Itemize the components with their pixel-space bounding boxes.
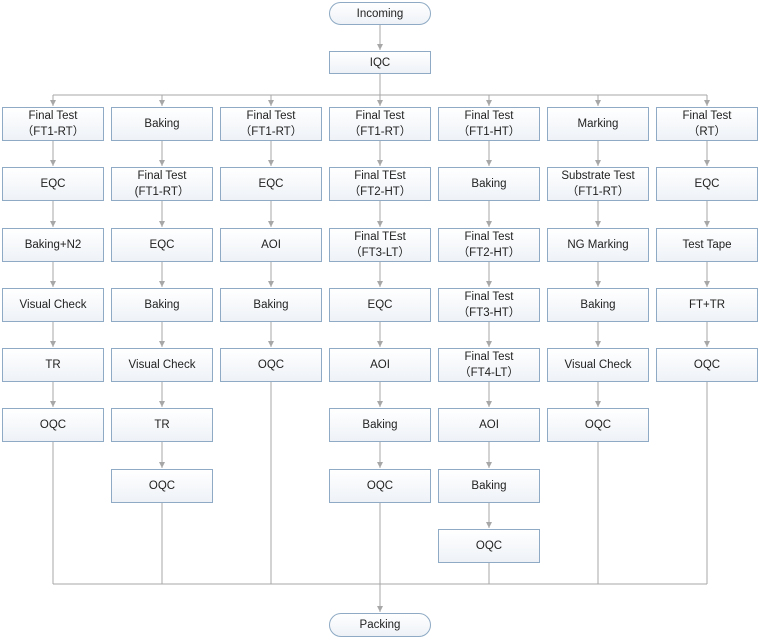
step-label: Final Test （FT4-LT） bbox=[459, 351, 519, 379]
step-label: Visual Check bbox=[128, 359, 196, 371]
step-label: Final Test （FT1-RT） bbox=[239, 110, 303, 138]
step-label: Final Test （FT3-HT） bbox=[457, 291, 521, 319]
step-label: OQC bbox=[39, 419, 67, 431]
col1-step5-box: TR bbox=[2, 348, 104, 382]
step-label: Final Test （FT1-HT） bbox=[457, 110, 521, 138]
col7-step4-box: FT+TR bbox=[656, 288, 758, 322]
col6-step1-box: Marking bbox=[547, 107, 649, 141]
col1-step2-box: EQC bbox=[2, 167, 104, 201]
step-label: OQC bbox=[584, 419, 612, 431]
step-label: EQC bbox=[149, 239, 175, 251]
step-label: Baking bbox=[362, 419, 398, 431]
col4-step5-box: AOI bbox=[329, 348, 431, 382]
end-terminal: Packing bbox=[329, 613, 431, 637]
col4-step7-box: OQC bbox=[329, 469, 431, 503]
step-label: AOI bbox=[261, 239, 281, 251]
step-label: AOI bbox=[479, 419, 499, 431]
step-label: Baking bbox=[144, 299, 180, 311]
step-label: Baking bbox=[471, 178, 507, 190]
step-label: AOI bbox=[370, 359, 390, 371]
col1-step4-box: Visual Check bbox=[2, 288, 104, 322]
col2-step3-box: EQC bbox=[111, 228, 213, 262]
col6-step6-box: OQC bbox=[547, 408, 649, 442]
start-terminal: Incoming bbox=[329, 2, 431, 25]
col1-step6-box: OQC bbox=[2, 408, 104, 442]
col3-step5-box: OQC bbox=[220, 348, 322, 382]
step-label: OQC bbox=[257, 359, 285, 371]
col6-step4-box: Baking bbox=[547, 288, 649, 322]
col4-step2-box: Final TEst （FT2-HT） bbox=[329, 167, 431, 201]
col1-step3-box: Baking+N2 bbox=[2, 228, 104, 262]
col2-step7-box: OQC bbox=[111, 469, 213, 503]
step-label: Baking bbox=[253, 299, 289, 311]
col6-step2-box: Substrate Test （FT1-RT） bbox=[547, 167, 649, 201]
step-label: Final TEst （FT3-LT） bbox=[350, 231, 410, 259]
col4-step1-box: Final Test （FT1-RT） bbox=[329, 107, 431, 141]
col3-step2-box: EQC bbox=[220, 167, 322, 201]
col5-step2-box: Baking bbox=[438, 167, 540, 201]
step-label: EQC bbox=[367, 299, 393, 311]
step-label: Test Tape bbox=[682, 239, 732, 251]
end-label: Packing bbox=[359, 619, 401, 631]
step-label: Visual Check bbox=[19, 299, 87, 311]
col5-step4-box: Final Test （FT3-HT） bbox=[438, 288, 540, 322]
step-label: Visual Check bbox=[564, 359, 632, 371]
step-label: Final Test （FT1-RT） bbox=[348, 110, 412, 138]
col2-step2-box: Final Test (FT1-RT） bbox=[111, 167, 213, 201]
iqc-box: IQC bbox=[329, 51, 431, 74]
step-label: Final TEst （FT2-HT） bbox=[348, 170, 412, 198]
col7-step5-box: OQC bbox=[656, 348, 758, 382]
step-label: OQC bbox=[366, 480, 394, 492]
col5-step1-box: Final Test （FT1-HT） bbox=[438, 107, 540, 141]
step-label: EQC bbox=[694, 178, 720, 190]
col3-step3-box: AOI bbox=[220, 228, 322, 262]
step-label: Baking bbox=[144, 118, 180, 130]
step-label: OQC bbox=[148, 480, 176, 492]
step-label: Baking bbox=[580, 299, 616, 311]
col4-step3-box: Final TEst （FT3-LT） bbox=[329, 228, 431, 262]
step-label: NG Marking bbox=[567, 239, 629, 251]
iqc-label: IQC bbox=[369, 56, 391, 69]
step-label: OQC bbox=[475, 540, 503, 552]
col2-step4-box: Baking bbox=[111, 288, 213, 322]
col6-step5-box: Visual Check bbox=[547, 348, 649, 382]
col5-step7-box: Baking bbox=[438, 469, 540, 503]
step-label: TR bbox=[154, 419, 170, 431]
step-label: Final Test （RT） bbox=[682, 110, 732, 138]
step-label: Final Test （FT2-HT） bbox=[457, 231, 521, 259]
col4-step6-box: Baking bbox=[329, 408, 431, 442]
start-label: Incoming bbox=[356, 7, 404, 20]
col1-step1-box: Final Test （FT1-RT） bbox=[2, 107, 104, 141]
col5-step3-box: Final Test （FT2-HT） bbox=[438, 228, 540, 262]
step-label: OQC bbox=[693, 359, 721, 371]
col7-step2-box: EQC bbox=[656, 167, 758, 201]
step-label: Final Test (FT1-RT） bbox=[134, 170, 190, 198]
step-label: Baking+N2 bbox=[24, 239, 82, 251]
col2-step6-box: TR bbox=[111, 408, 213, 442]
col7-step3-box: Test Tape bbox=[656, 228, 758, 262]
step-label: Baking bbox=[471, 480, 507, 492]
col7-step1-box: Final Test （RT） bbox=[656, 107, 758, 141]
step-label: EQC bbox=[258, 178, 284, 190]
step-label: EQC bbox=[40, 178, 66, 190]
col3-step4-box: Baking bbox=[220, 288, 322, 322]
col2-step5-box: Visual Check bbox=[111, 348, 213, 382]
col4-step4-box: EQC bbox=[329, 288, 431, 322]
col2-step1-box: Baking bbox=[111, 107, 213, 141]
step-label: TR bbox=[45, 359, 61, 371]
step-label: FT+TR bbox=[688, 299, 726, 311]
step-label: Substrate Test （FT1-RT） bbox=[561, 170, 635, 198]
col3-step1-box: Final Test （FT1-RT） bbox=[220, 107, 322, 141]
step-label: Marking bbox=[577, 118, 619, 130]
col5-step6-box: AOI bbox=[438, 408, 540, 442]
col6-step3-box: NG Marking bbox=[547, 228, 649, 262]
col5-step8-box: OQC bbox=[438, 529, 540, 563]
step-label: Final Test （FT1-RT） bbox=[21, 110, 85, 138]
col5-step5-box: Final Test （FT4-LT） bbox=[438, 348, 540, 382]
